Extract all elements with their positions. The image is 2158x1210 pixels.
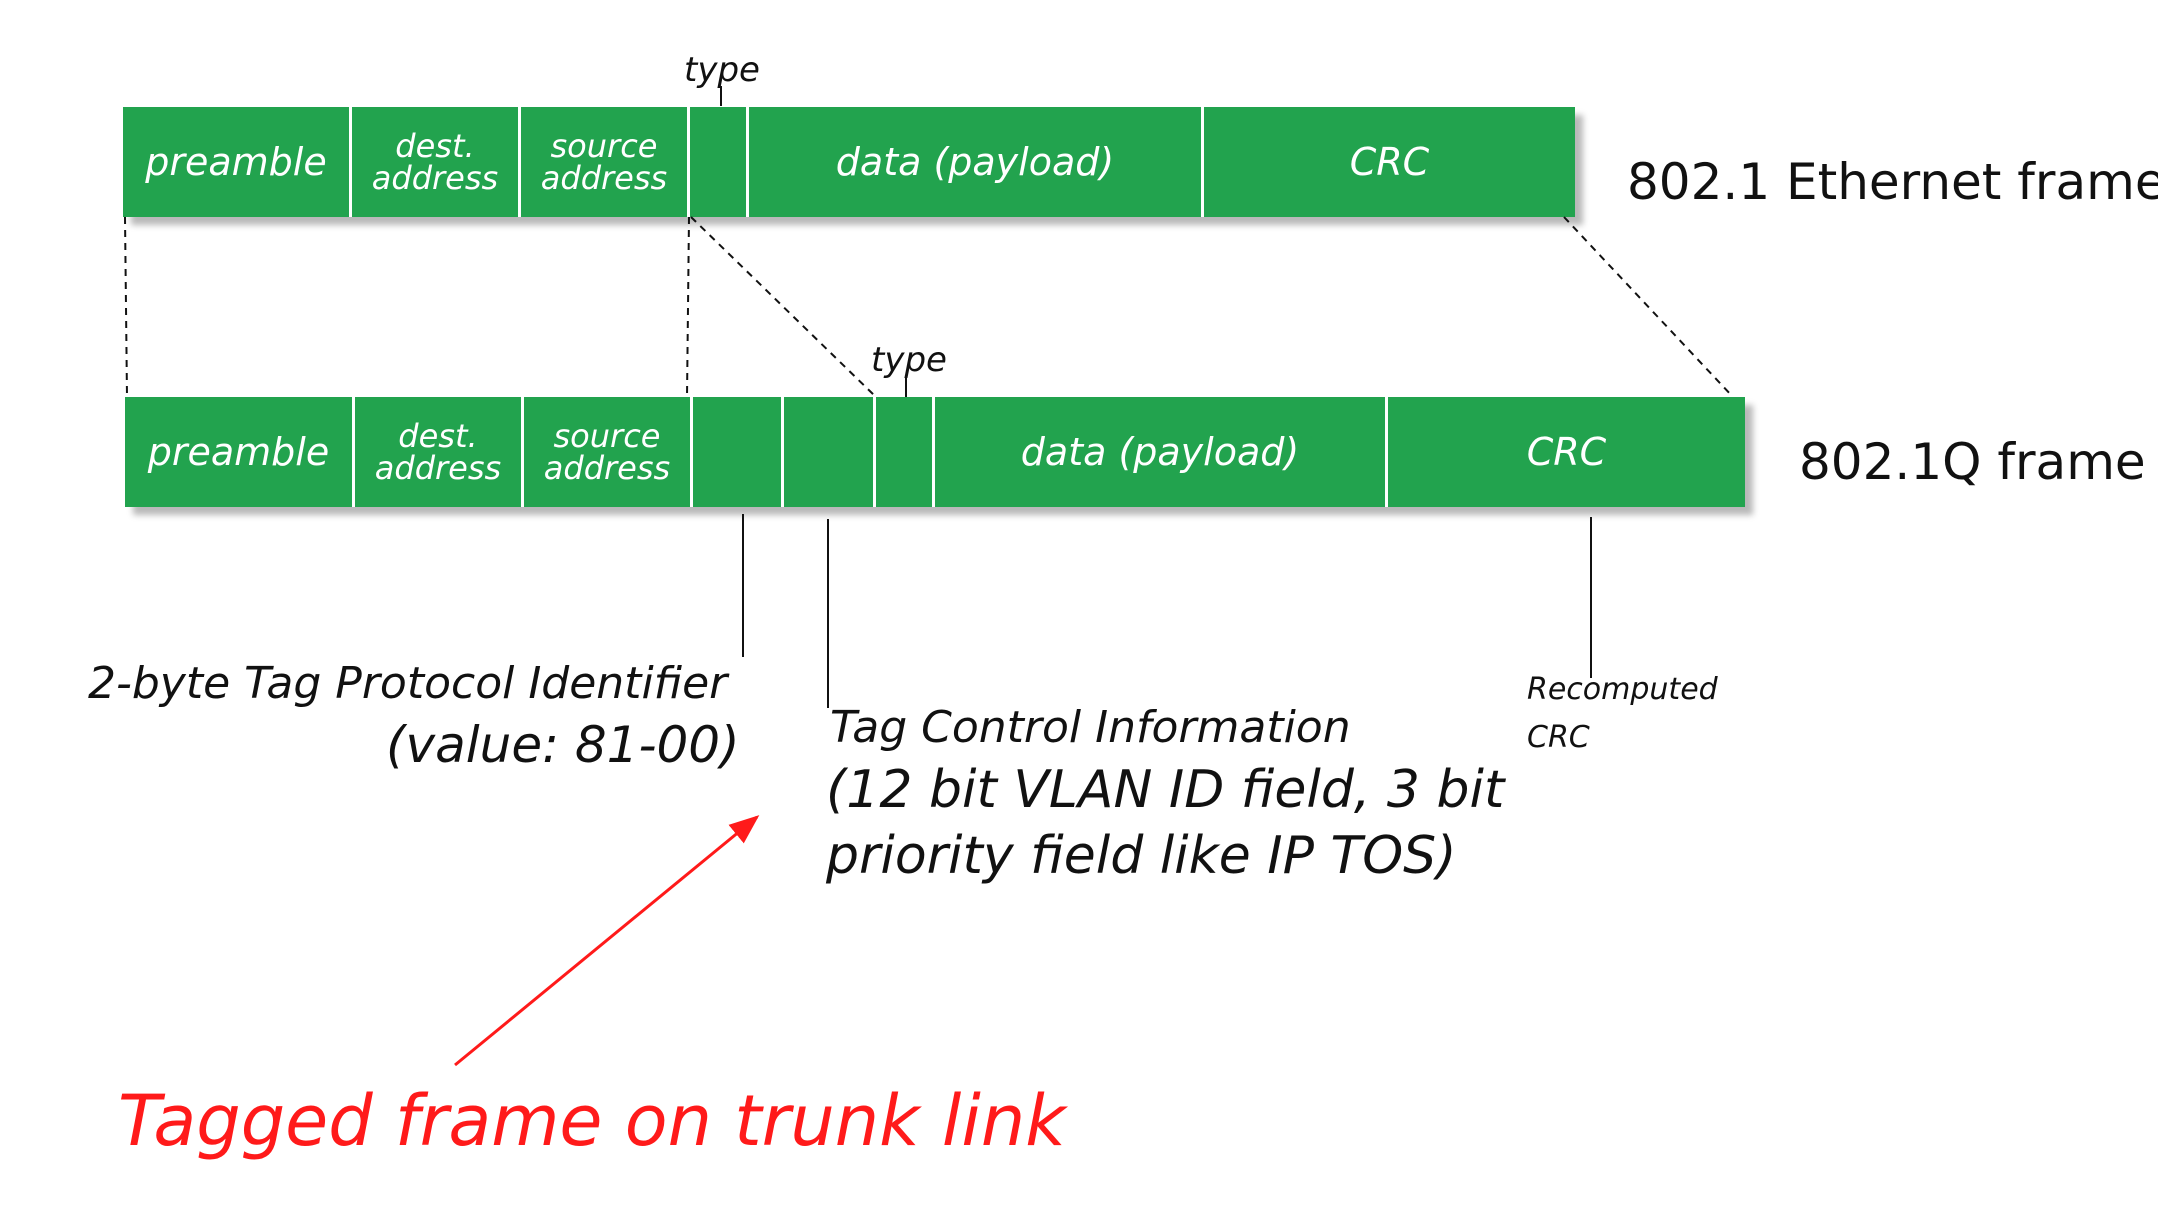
tpid-annotation-line1: 2-byte Tag Protocol Identifier [88, 658, 728, 709]
q-field-dest-address: dest. address [355, 397, 521, 507]
dot1q-frame: preamble dest. address source address da… [125, 397, 1745, 507]
dashed-line-crc [1563, 216, 1734, 398]
eth-field-source-address: source address [521, 107, 687, 217]
q-field-tci [784, 397, 873, 507]
eth-field-data: data (payload) [749, 107, 1201, 217]
ethernet-frame-label: 802.1 Ethernet frame [1627, 153, 2158, 211]
q-field-preamble: preamble [125, 397, 352, 507]
ethernet-frame: preamble dest. address source address da… [123, 107, 1575, 217]
eth-field-crc: CRC [1204, 107, 1575, 217]
dashed-line-source [686, 216, 690, 398]
trunk-link-callout: Tagged frame on trunk link [118, 1080, 1066, 1162]
eth-type-label: type [684, 50, 760, 90]
q-type-label: type [871, 340, 947, 380]
dashed-line-preamble [124, 216, 128, 398]
eth-field-dest-address: dest. address [352, 107, 518, 217]
q-field-crc: CRC [1388, 397, 1745, 507]
dot1q-frame-label: 802.1Q frame [1799, 433, 2146, 491]
q-field-tpid [693, 397, 781, 507]
callout-arrow [454, 815, 760, 1067]
crc-annotation-line1: Recomputed [1527, 672, 1718, 707]
q-field-source-address: source address [524, 397, 690, 507]
q-field-type [876, 397, 932, 507]
tpid-annotation-line2: (value: 81-00) [386, 716, 740, 774]
tci-annotation-line2: (12 bit VLAN ID field, 3 bit [826, 760, 1505, 820]
eth-field-preamble: preamble [123, 107, 349, 217]
tci-annotation-line3: priority field like IP TOS) [826, 826, 1457, 886]
dashed-line-type [690, 216, 877, 398]
tci-annotation-line1: Tag Control Information [830, 702, 1351, 753]
q-field-data: data (payload) [935, 397, 1385, 507]
eth-field-type [690, 107, 746, 217]
crc-annotation-line2: CRC [1527, 720, 1590, 755]
